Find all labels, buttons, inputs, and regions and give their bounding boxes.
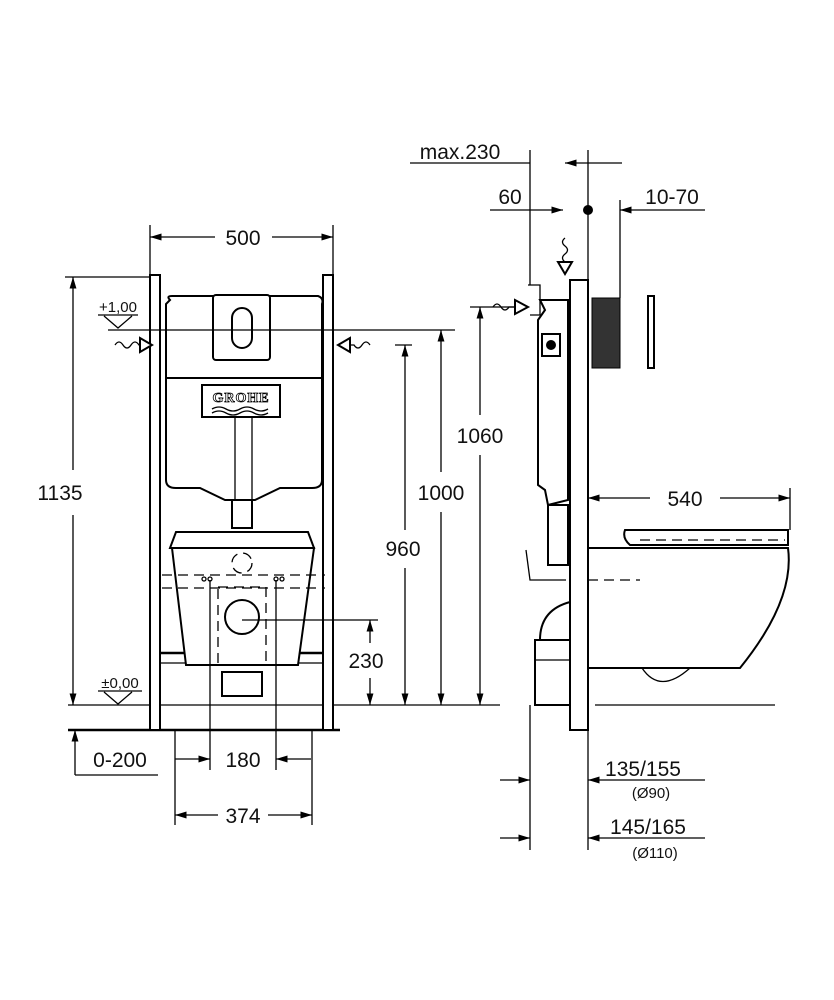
dia-pipe-110: (Ø110) <box>632 845 678 862</box>
dim-foot-width: 374 <box>225 805 260 828</box>
frame-post-right <box>322 274 334 731</box>
actuator-sleeve <box>591 297 621 369</box>
dim-floor-adjust: 0-200 <box>93 749 147 772</box>
cistern: GROHE <box>165 294 324 529</box>
dim-total-height: 1135 <box>37 482 82 505</box>
valve-icon <box>546 340 556 350</box>
water-inlet-right-icon <box>336 336 351 354</box>
inlet-bracket <box>528 284 541 316</box>
water-inlet-side-icon <box>514 298 531 316</box>
level-top-label: +1,00 <box>99 299 137 316</box>
drain-connector <box>221 671 263 697</box>
wc-bracket <box>162 531 325 697</box>
dim-frame-width: 500 <box>225 227 260 250</box>
inlet-arrow-left-icon <box>139 336 154 354</box>
level-floor-triangle-icon <box>98 690 142 705</box>
dim-960: 960 <box>385 538 420 561</box>
flush-pipe-side <box>547 504 569 566</box>
water-inlet-top-wave-icon <box>561 237 569 263</box>
bowl-body <box>587 547 790 669</box>
dim-wall-10-70: 10-70 <box>645 186 699 209</box>
toilet-seat <box>623 529 789 546</box>
flush-pipe <box>231 499 253 529</box>
grohe-wave-icon <box>211 406 269 416</box>
dim-bolt-spacing: 180 <box>225 749 260 772</box>
drain-pipe <box>534 639 571 706</box>
front-view: GROHE 500 +1,00 ±0,00 <box>37 225 525 828</box>
water-inlet-left-icon <box>114 341 140 349</box>
water-inlet-top-icon <box>556 261 574 276</box>
dim-1060: 1060 <box>457 425 504 448</box>
frame-post-left <box>149 274 161 731</box>
dim-bowl-projection: 540 <box>667 488 702 511</box>
reference-point-icon <box>583 205 593 215</box>
outlet-icon <box>224 599 260 635</box>
cistern-side <box>537 299 569 507</box>
flush-plate-side <box>647 295 655 369</box>
mounting-bolt <box>525 549 566 581</box>
grohe-logo: GROHE <box>212 391 269 406</box>
flush-button-icon <box>231 307 253 349</box>
wall-hung-bowl <box>587 529 790 682</box>
dia-pipe-90: (Ø90) <box>632 785 670 802</box>
level-top-triangle-icon <box>98 314 138 329</box>
dim-pipe-90: 135/155 <box>605 758 681 781</box>
water-inlet-side-wave-icon <box>492 303 515 311</box>
water-inlet-right-wave-icon <box>350 341 371 349</box>
drain-bend <box>538 600 571 641</box>
level-floor-label: ±0,00 <box>101 675 138 692</box>
dim-pipe-110: 145/165 <box>610 816 686 839</box>
dim-offset-60: 60 <box>498 186 521 209</box>
side-view: max.230 60 10-70 540 135/155 (Ø90) 145/1… <box>410 141 791 862</box>
dim-1000: 1000 <box>418 482 465 505</box>
dim-outlet-height: 230 <box>348 650 383 673</box>
frame-side <box>569 279 589 731</box>
dim-max-depth: max.230 <box>420 141 501 164</box>
